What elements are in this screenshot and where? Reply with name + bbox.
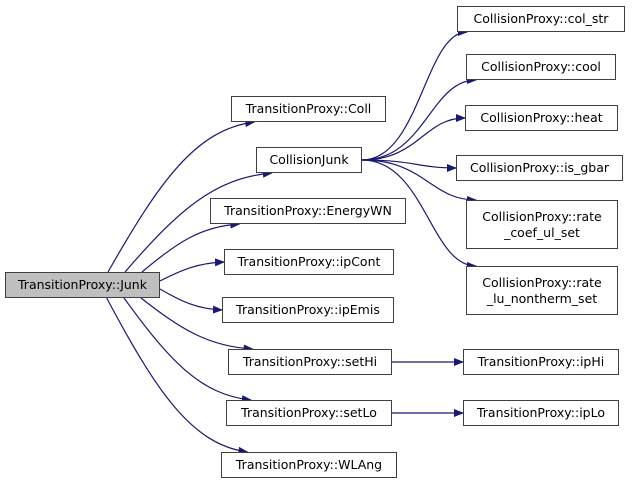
node-rate-coef-ul-set[interactable]: CollisionProxy::rate _coef_ul_set (466, 200, 618, 249)
edge-junk-to-wlang (106, 297, 249, 455)
edge-junk-to-sethi (140, 297, 254, 353)
node-iplo[interactable]: TransitionProxy::ipLo (463, 400, 619, 426)
edge-collisionjunk-to-cool (361, 76, 477, 161)
node-col-str[interactable]: CollisionProxy::col_str (457, 6, 625, 32)
node-iphi[interactable]: TransitionProxy::ipHi (463, 349, 619, 375)
node-energywn[interactable]: TransitionProxy::EnergyWN (210, 198, 406, 224)
node-wlang[interactable]: TransitionProxy::WLAng (221, 452, 397, 478)
node-ipemis[interactable]: TransitionProxy::ipEmis (222, 297, 394, 323)
node-collisionjunk[interactable]: CollisionJunk (256, 147, 362, 173)
edge-junk-to-setlo (123, 297, 252, 404)
edge-collisionjunk-to-rate_lu (361, 159, 477, 270)
node-cool[interactable]: CollisionProxy::cool (466, 54, 616, 80)
edge-collisionjunk-to-heat (361, 114, 466, 161)
edge-collisionjunk-to-col_str (361, 28, 468, 161)
node-setlo[interactable]: TransitionProxy::setLo (226, 400, 392, 426)
node-sethi[interactable]: TransitionProxy::setHi (228, 349, 392, 375)
edge-junk-to-ipcont (159, 258, 225, 282)
node-rate-lu-nontherm-set[interactable]: CollisionProxy::rate _lu_nontherm_set (466, 266, 618, 315)
edge-junk-to-ipemis (159, 288, 223, 314)
edge-junk-to-collisionjunk (124, 169, 273, 273)
node-coll[interactable]: TransitionProxy::Coll (231, 96, 386, 122)
node-is-gbar[interactable]: CollisionProxy::is_gbar (456, 155, 623, 181)
edge-junk-to-coll (107, 119, 256, 273)
node-ipcont[interactable]: TransitionProxy::ipCont (224, 249, 394, 275)
node-heat[interactable]: CollisionProxy::heat (465, 105, 618, 131)
edge-collisionjunk-to-rate_coef (361, 159, 477, 204)
edge-junk-to-energywn (141, 220, 241, 273)
node-junk[interactable]: TransitionProxy::Junk (5, 272, 160, 298)
